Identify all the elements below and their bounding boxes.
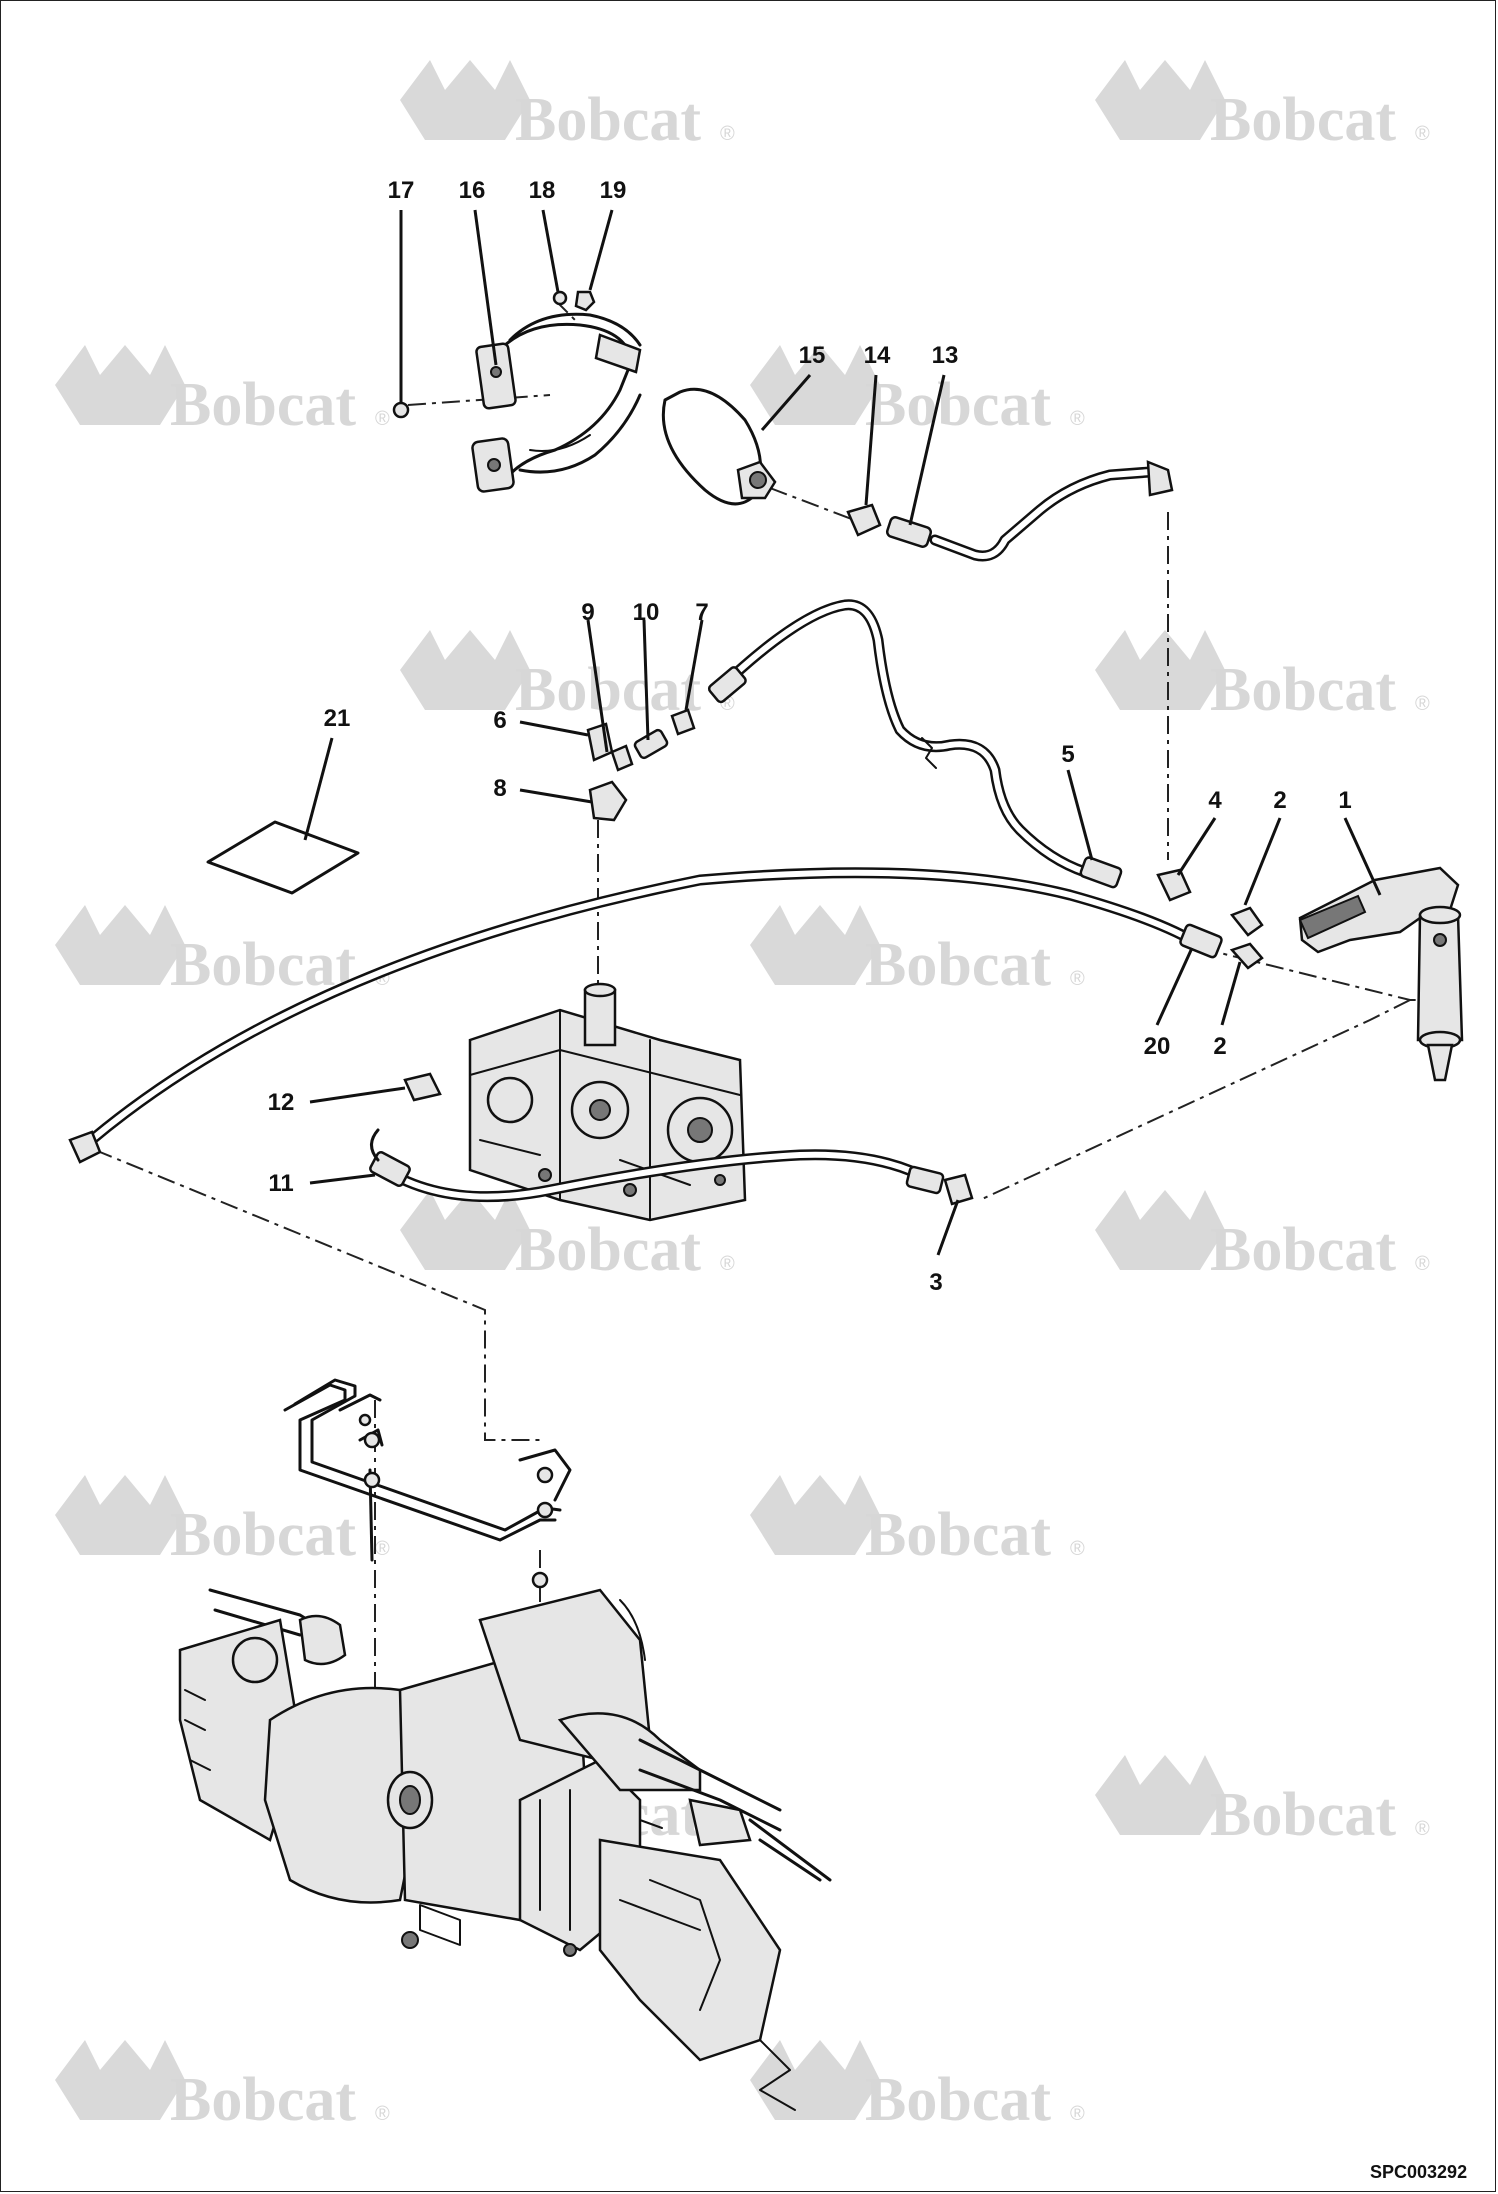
svg-text:®: ® — [1070, 408, 1085, 430]
svg-text:®: ® — [1415, 1253, 1430, 1275]
svg-text:Bobcat: Bobcat — [1210, 1216, 1396, 1284]
watermark: Bobcat ® — [1095, 60, 1430, 154]
fitting-3 — [943, 1173, 974, 1206]
svg-text:Bobcat: Bobcat — [1210, 86, 1396, 154]
svg-text:®: ® — [1415, 123, 1430, 145]
hose-5 — [707, 599, 1123, 889]
callout-9: 9 — [581, 599, 594, 626]
watermark: Bobcat ® — [400, 1190, 735, 1284]
leader-lines — [303, 209, 1382, 1256]
watermark: Bobcat ® — [55, 345, 390, 439]
fitting-12 — [403, 1072, 442, 1102]
brake-pedal-valve-1 — [1156, 866, 1464, 1082]
callout-5: 5 — [1061, 741, 1074, 768]
fitting-7 — [670, 708, 696, 736]
watermark: Bobcat ® — [750, 1475, 1085, 1569]
svg-text:Bobcat: Bobcat — [865, 1501, 1051, 1569]
callout-2-upper: 2 — [1273, 787, 1286, 814]
svg-text:®: ® — [1070, 968, 1085, 990]
screw-17 — [392, 401, 410, 419]
svg-text:Bobcat: Bobcat — [170, 931, 356, 999]
tee-fittings — [586, 708, 696, 822]
callout-10: 10 — [633, 599, 660, 626]
callout-2-lower: 2 — [1213, 1033, 1226, 1060]
hose-11 — [369, 1072, 974, 1206]
fitting-4 — [1156, 868, 1192, 902]
callout-4: 4 — [1208, 787, 1222, 814]
svg-text:®: ® — [720, 123, 735, 145]
svg-text:®: ® — [1415, 1818, 1430, 1840]
axle-housing — [178, 1588, 832, 2111]
svg-text:Bobcat: Bobcat — [1210, 656, 1396, 724]
svg-text:®: ® — [720, 1253, 735, 1275]
svg-text:®: ® — [375, 408, 390, 430]
tube-13-nut — [885, 516, 933, 548]
bolt-18 — [552, 290, 568, 306]
fitting-2-lower — [1229, 942, 1264, 970]
drawing-id: SPC003292 — [1370, 2162, 1467, 2182]
alignment-lines — [94, 299, 1430, 1790]
accumulator-15 — [661, 387, 777, 506]
callout-15: 15 — [799, 342, 826, 369]
watermark: Bobcat ® — [55, 905, 390, 999]
rigid-brake-lines — [283, 1378, 572, 1589]
svg-text:Bobcat: Bobcat — [170, 371, 356, 439]
svg-text:Bobcat: Bobcat — [170, 1501, 356, 1569]
watermark: Bobcat ® — [750, 2040, 1085, 2134]
svg-text:®: ® — [1070, 1538, 1085, 1560]
svg-text:Bobcat: Bobcat — [170, 2066, 356, 2134]
clamp-assembly — [392, 290, 642, 493]
callout-11: 11 — [268, 1170, 293, 1197]
fitting-10 — [633, 728, 669, 760]
fitting-2-upper — [1229, 906, 1264, 937]
svg-text:Bobcat: Bobcat — [515, 1216, 701, 1284]
callout-14: 14 — [864, 342, 891, 369]
tube-13-assembly — [846, 460, 1174, 562]
callout-6: 6 — [493, 707, 506, 734]
callout-3: 3 — [929, 1269, 942, 1296]
hose-20 — [68, 867, 1223, 1164]
hose-break-symbol — [921, 737, 937, 769]
callout-21: 21 — [324, 705, 351, 732]
fitting-14 — [846, 503, 882, 537]
svg-text:Bobcat: Bobcat — [865, 2066, 1051, 2134]
watermark: Bobcat ® — [1095, 630, 1430, 724]
svg-text:Bobcat: Bobcat — [865, 371, 1051, 439]
watermark: Bobcat ® — [1095, 1755, 1430, 1849]
svg-text:®: ® — [1415, 693, 1430, 715]
watermark: Bobcat ® — [750, 905, 1085, 999]
callout-18: 18 — [529, 177, 556, 204]
callout-12: 12 — [268, 1089, 295, 1116]
svg-text:Bobcat: Bobcat — [1210, 1781, 1396, 1849]
callout-16: 16 — [459, 177, 486, 204]
callout-20: 20 — [1144, 1033, 1171, 1060]
nut-19 — [574, 290, 596, 312]
svg-text:Bobcat: Bobcat — [865, 931, 1051, 999]
svg-text:Bobcat: Bobcat — [515, 656, 701, 724]
watermark: Bobcat ® — [400, 60, 735, 154]
decal-21 — [206, 820, 360, 895]
svg-text:®: ® — [1070, 2103, 1085, 2125]
fitting-9 — [610, 744, 634, 772]
callout-1: 1 — [1338, 787, 1351, 814]
tee-8 — [588, 780, 628, 822]
callout-17: 17 — [388, 177, 415, 204]
callout-19: 19 — [600, 177, 627, 204]
callout-8: 8 — [493, 775, 506, 802]
watermark: Bobcat ® — [400, 630, 735, 724]
watermark: Bobcat ® — [1095, 1190, 1430, 1284]
svg-text:Bobcat: Bobcat — [515, 86, 701, 154]
watermark: Bobcat ® — [55, 1475, 390, 1569]
svg-text:®: ® — [375, 2103, 390, 2125]
callout-7: 7 — [695, 599, 708, 626]
callouts: 17 16 18 19 15 14 13 9 10 7 6 8 21 5 4 2… — [268, 177, 1352, 1296]
callout-13: 13 — [932, 342, 959, 369]
svg-text:®: ® — [375, 1538, 390, 1560]
watermark: Bobcat ® — [55, 2040, 390, 2134]
fitting-6 — [586, 722, 614, 762]
clamp-latch — [594, 333, 642, 374]
pedal-pad — [1298, 894, 1367, 940]
